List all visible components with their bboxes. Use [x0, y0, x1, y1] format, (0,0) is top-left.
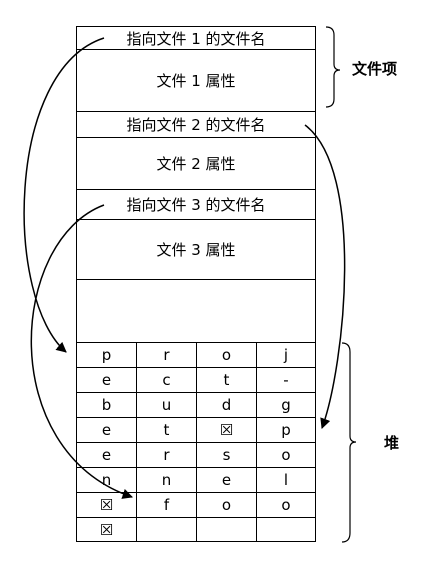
heap-cell: e — [76, 442, 136, 467]
heap-cell: p — [256, 417, 316, 442]
entry-2-pointer-label: 指向文件 2 的文件名 — [126, 116, 266, 134]
heap-cell: j — [256, 342, 316, 367]
heap-cell — [196, 517, 256, 542]
heap-cell: ☒ — [76, 492, 136, 517]
heap-cell: c — [136, 367, 196, 392]
heap-cell: g — [256, 392, 316, 417]
heap-cell: f — [136, 492, 196, 517]
heap-cell: d — [196, 392, 256, 417]
heap-cell: ☒ — [76, 517, 136, 542]
entry-1-attributes: 文件 1 属性 — [76, 50, 316, 112]
entry-3-pointer-label: 指向文件 3 的文件名 — [126, 196, 266, 214]
heap-cell: o — [196, 342, 256, 367]
heap-cell: e — [196, 467, 256, 492]
heap-cell: r — [136, 342, 196, 367]
heap-cell: s — [196, 442, 256, 467]
heap-cell: p — [76, 342, 136, 367]
heap-cell: e — [76, 417, 136, 442]
file-item-label: 文件项 — [352, 60, 398, 78]
heap-cell: t — [136, 417, 196, 442]
arrow-entry-1 — [23, 37, 105, 353]
entry-3-attributes-label: 文件 3 属性 — [156, 241, 236, 259]
heap-label: 堆 — [384, 434, 400, 452]
heap-cell: o — [196, 492, 256, 517]
free-space — [76, 280, 316, 342]
heap-cell: e — [76, 367, 136, 392]
entry-1-attributes-label: 文件 1 属性 — [156, 72, 236, 90]
entry-1-pointer-label: 指向文件 1 的文件名 — [126, 29, 266, 48]
heap-cell: o — [256, 442, 316, 467]
heap-cell: b — [76, 392, 136, 417]
heap-cell: l — [256, 467, 316, 492]
heap-cell: n — [136, 467, 196, 492]
heap-brace — [341, 342, 357, 543]
heap-cell: o — [256, 492, 316, 517]
entry-1-pointer: 指向文件 1 的文件名 — [76, 26, 316, 50]
heap-cell: ☒ — [196, 417, 256, 442]
heap-cell: - — [256, 367, 316, 392]
heap-cell — [136, 517, 196, 542]
heap-cell: u — [136, 392, 196, 417]
heap-cell: t — [196, 367, 256, 392]
file-item-brace — [325, 26, 341, 108]
heap-cell — [256, 517, 316, 542]
heap-cell: r — [136, 442, 196, 467]
entry-3-pointer: 指向文件 3 的文件名 — [76, 190, 316, 220]
entry-2-attributes-label: 文件 2 属性 — [156, 155, 236, 173]
entry-2-pointer: 指向文件 2 的文件名 — [76, 112, 316, 138]
arrow-entry-2 — [304, 124, 346, 429]
arrow-entry-3 — [30, 204, 133, 499]
heap-cell: n — [76, 467, 136, 492]
entry-2-attributes: 文件 2 属性 — [76, 138, 316, 190]
entry-3-attributes: 文件 3 属性 — [76, 220, 316, 280]
